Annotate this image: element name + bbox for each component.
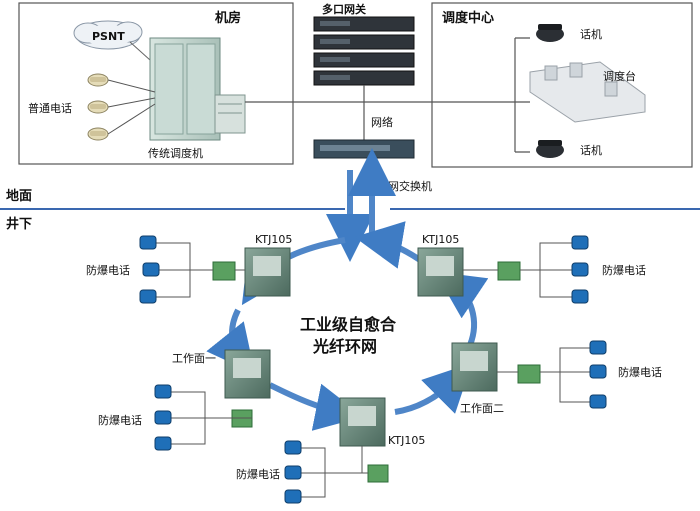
ktj-top-left-label: KTJ105 — [255, 233, 292, 246]
explosion-proof-phone-icon — [589, 340, 607, 355]
dispatch-center-title: 调度中心 — [442, 10, 494, 26]
gateway-stack-icon — [313, 16, 415, 86]
explosion-proof-phone-icon — [139, 289, 157, 304]
psnt-cloud-icon: PSNT — [73, 20, 143, 50]
terminal-box-icon — [517, 364, 541, 384]
ordinary-phones — [87, 73, 156, 141]
phone-top-label: 话机 — [580, 27, 602, 41]
ring-title-line2: 光纤环网 — [312, 337, 377, 356]
explosion-proof-phone-icon — [589, 364, 607, 379]
ktj-unit-face-one-icon — [224, 349, 271, 399]
phone-icon — [536, 24, 564, 42]
ktj-unit-top-right-icon — [417, 247, 464, 297]
explosion-proof-phone-icon — [154, 436, 172, 451]
surface-label: 地面 — [6, 188, 32, 204]
explosion-proof-phone-icon — [139, 235, 157, 250]
explosion-proof-phone-icon — [284, 489, 302, 504]
phone-bottom-label: 话机 — [580, 143, 602, 157]
ktj-top-right-label: KTJ105 — [422, 233, 459, 246]
ring-title-line1: 工业级自愈合 — [300, 315, 397, 334]
explosion-proof-phone-icon — [571, 262, 589, 277]
explosion-proof-phone-icon — [142, 262, 160, 277]
legacy-switch-label: 传统调度机 — [148, 146, 203, 160]
exphone-label: 防爆电话 — [618, 365, 662, 379]
exphone-label: 防爆电话 — [86, 263, 130, 277]
explosion-proof-phone-icon — [284, 465, 302, 480]
phone-icon — [87, 100, 109, 114]
ring-switch-label: 环网交换机 — [377, 179, 432, 193]
terminal-box-icon — [367, 464, 389, 483]
terminal-box-icon — [497, 261, 521, 281]
ktj-bottom-label: KTJ105 — [388, 434, 425, 447]
ring-switch-icon — [313, 139, 415, 159]
terminal-box-icon — [212, 261, 236, 281]
ktj-unit-face-two-icon — [451, 342, 498, 392]
legacy-switch-cabinet-icon — [149, 37, 246, 141]
dispatch-console-icon — [529, 61, 646, 123]
underground-label: 井下 — [6, 216, 32, 232]
explosion-proof-phone-icon — [571, 289, 589, 304]
face-two-label: 工作面二 — [460, 402, 504, 415]
face-one-label: 工作面一 — [172, 352, 216, 365]
ordinary-phone-label: 普通电话 — [28, 101, 72, 115]
ktj-unit-bottom-icon — [339, 397, 386, 447]
console-label: 调度台 — [603, 69, 636, 83]
explosion-proof-phone-icon — [284, 440, 302, 455]
explosion-proof-phone-icon — [154, 410, 172, 425]
phone-icon — [87, 73, 109, 87]
explosion-proof-phone-icon — [154, 384, 172, 399]
gateway-label: 多口网关 — [322, 2, 366, 16]
phone-icon — [87, 127, 109, 141]
ktj-unit-top-left-icon — [244, 247, 291, 297]
network-label: 网络 — [371, 115, 393, 129]
psnt-label: PSNT — [92, 30, 125, 43]
exphone-label: 防爆电话 — [236, 467, 280, 481]
exphone-label: 防爆电话 — [98, 413, 142, 427]
machine-room-title: 机房 — [215, 10, 241, 26]
explosion-proof-phone-icon — [571, 235, 589, 250]
exphone-label: 防爆电话 — [602, 263, 646, 277]
phone-icon — [536, 140, 564, 158]
explosion-proof-phone-icon — [589, 394, 607, 409]
